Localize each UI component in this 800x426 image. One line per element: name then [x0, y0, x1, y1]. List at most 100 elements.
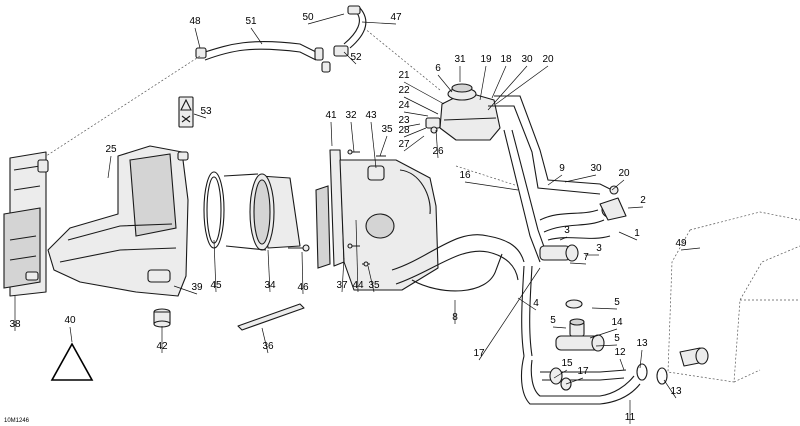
leader-line	[307, 13, 345, 25]
leader-line	[330, 121, 333, 147]
callout-5: 5	[550, 315, 556, 326]
leader-line	[491, 65, 507, 99]
rubber-mount	[153, 308, 171, 328]
callout-35: 35	[381, 124, 393, 135]
callout-32: 32	[345, 110, 357, 121]
callout-24: 24	[398, 100, 410, 111]
callout-49: 49	[675, 238, 687, 249]
leader-lines	[14, 13, 701, 424]
elbow-fitting	[599, 185, 627, 221]
callout-16: 16	[459, 170, 471, 181]
leader-line	[343, 51, 357, 65]
leader-line	[618, 231, 638, 241]
heat-exchanger	[3, 151, 49, 297]
callout-37: 37	[336, 280, 348, 291]
leader-line	[552, 326, 567, 329]
leader-line	[559, 236, 568, 241]
callout-2: 2	[640, 195, 646, 206]
leader-line	[403, 81, 445, 105]
leader-line	[193, 113, 207, 119]
leader-line	[619, 358, 625, 371]
callout-3: 3	[596, 243, 602, 254]
leader-line	[107, 155, 112, 179]
leader-line	[591, 307, 618, 310]
leader-line	[495, 65, 549, 105]
callout-20: 20	[542, 54, 554, 65]
callout-19: 19	[480, 54, 492, 65]
leader-line	[403, 96, 439, 115]
leader-line	[611, 179, 625, 191]
callout-20: 20	[618, 168, 630, 179]
leader-line	[301, 251, 304, 295]
engine-hose	[391, 234, 525, 292]
callout-35: 35	[368, 280, 380, 291]
callout-17: 17	[473, 348, 485, 359]
leader-line	[680, 247, 701, 251]
t-fitting	[555, 299, 605, 352]
callout-25: 25	[105, 144, 117, 155]
callout-11: 11	[625, 412, 636, 423]
leader-line	[250, 27, 263, 45]
callout-27: 27	[398, 139, 410, 150]
callout-44: 44	[352, 280, 364, 291]
diagram-reference-code: 10M1246	[4, 418, 30, 424]
strap	[237, 303, 305, 331]
callout-26: 26	[432, 146, 444, 157]
callout-18: 18	[500, 54, 512, 65]
callout-41: 41	[325, 110, 337, 121]
triangle-symbol	[50, 342, 94, 381]
leader-line	[437, 74, 453, 93]
callout-7: 7	[583, 252, 589, 263]
leader-line	[370, 121, 377, 169]
callout-9: 9	[559, 163, 565, 174]
hose-connectors	[636, 347, 709, 385]
leader-line	[194, 27, 201, 49]
callout-39: 39	[191, 282, 203, 293]
frame-tube	[488, 95, 613, 263]
leader-line	[663, 379, 677, 399]
callout-1: 1	[634, 228, 640, 239]
callout-30: 30	[521, 54, 533, 65]
leader-line	[267, 249, 271, 293]
callout-30: 30	[590, 163, 602, 174]
callout-31: 31	[454, 54, 466, 65]
leader-line	[367, 265, 375, 293]
leader-line	[350, 121, 355, 153]
leader-line	[379, 135, 388, 157]
callout-6: 6	[435, 63, 441, 74]
callout-50: 50	[302, 12, 314, 23]
callout-47: 47	[390, 12, 402, 23]
callout-22: 22	[398, 85, 410, 96]
callout-52: 52	[350, 52, 362, 63]
lower-hose	[520, 355, 641, 405]
screw	[288, 244, 310, 252]
callout-43: 43	[365, 110, 377, 121]
callout-34: 34	[264, 280, 276, 291]
callout-42: 42	[156, 341, 168, 352]
coolant-hose-group	[521, 209, 611, 357]
callout-17: 17	[577, 366, 589, 377]
callout-51: 51	[245, 16, 257, 27]
leader-line	[403, 123, 421, 128]
callout-53: 53	[200, 106, 212, 117]
leader-line	[403, 127, 427, 138]
air-filter	[223, 173, 301, 251]
warning-label	[178, 96, 194, 128]
leader-line	[69, 326, 73, 343]
leader-line	[355, 219, 359, 293]
leader-line	[173, 285, 198, 295]
leader-line	[487, 65, 528, 111]
callout-48: 48	[189, 16, 201, 27]
callout-12: 12	[614, 347, 626, 358]
leader-line	[639, 349, 643, 369]
callout-46: 46	[297, 282, 309, 293]
callout-45: 45	[210, 280, 222, 291]
leader-line	[261, 327, 269, 354]
airbox-bolts	[347, 149, 386, 267]
leader-line	[341, 257, 345, 293]
leader-line	[589, 328, 618, 339]
leader-line	[213, 239, 217, 293]
callout-13: 13	[670, 386, 682, 397]
